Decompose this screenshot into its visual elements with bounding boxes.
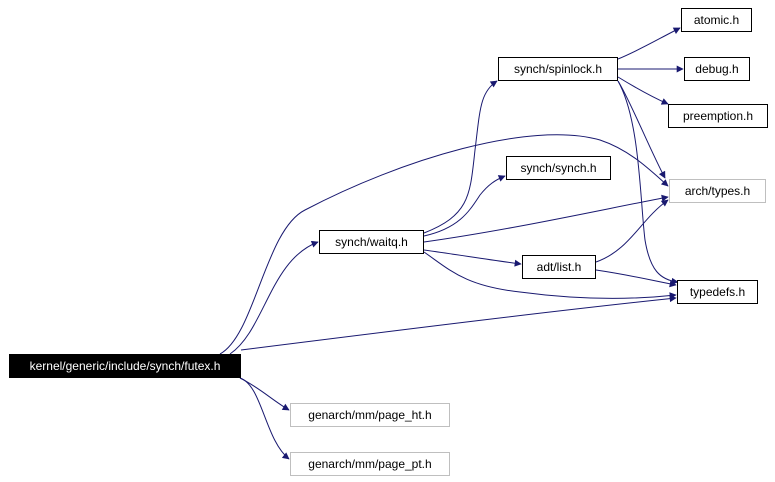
node-page-pt[interactable]: genarch/mm/page_pt.h [290, 452, 450, 476]
node-waitq[interactable]: synch/waitq.h [319, 230, 424, 254]
node-page-ht[interactable]: genarch/mm/page_ht.h [290, 403, 450, 427]
node-atomic[interactable]: atomic.h [681, 8, 752, 32]
node-spinlock[interactable]: synch/spinlock.h [498, 57, 618, 81]
node-synch[interactable]: synch/synch.h [506, 156, 611, 180]
node-debug[interactable]: debug.h [684, 57, 750, 81]
node-typedefs[interactable]: typedefs.h [677, 280, 758, 304]
node-arch-types[interactable]: arch/types.h [669, 179, 766, 203]
edge-waitq-to-spinlock [423, 80, 498, 234]
edge-list-to-typedefs [595, 269, 677, 288]
edge-spinlock-to-preemption [617, 76, 669, 105]
edge-waitq-to-synch [423, 175, 506, 237]
node-futex[interactable]: kernel/generic/include/synch/futex.h [9, 354, 241, 378]
edge-spinlock-to-typedefs [617, 80, 679, 285]
edge-futex-to-waitq [229, 240, 319, 355]
edge-futex-to-typedefs [240, 295, 677, 351]
edge-spinlock-to-atomic [617, 27, 681, 60]
edge-list-to-archtypes [595, 199, 669, 263]
edge-waitq-to-typedefs [423, 251, 677, 300]
edge-futex-to-archtypes [219, 134, 669, 355]
node-list[interactable]: adt/list.h [522, 255, 596, 279]
node-preemption[interactable]: preemption.h [668, 104, 768, 128]
edge-waitq-to-list [423, 249, 522, 267]
edge-futex-to-page_pt [239, 377, 290, 460]
